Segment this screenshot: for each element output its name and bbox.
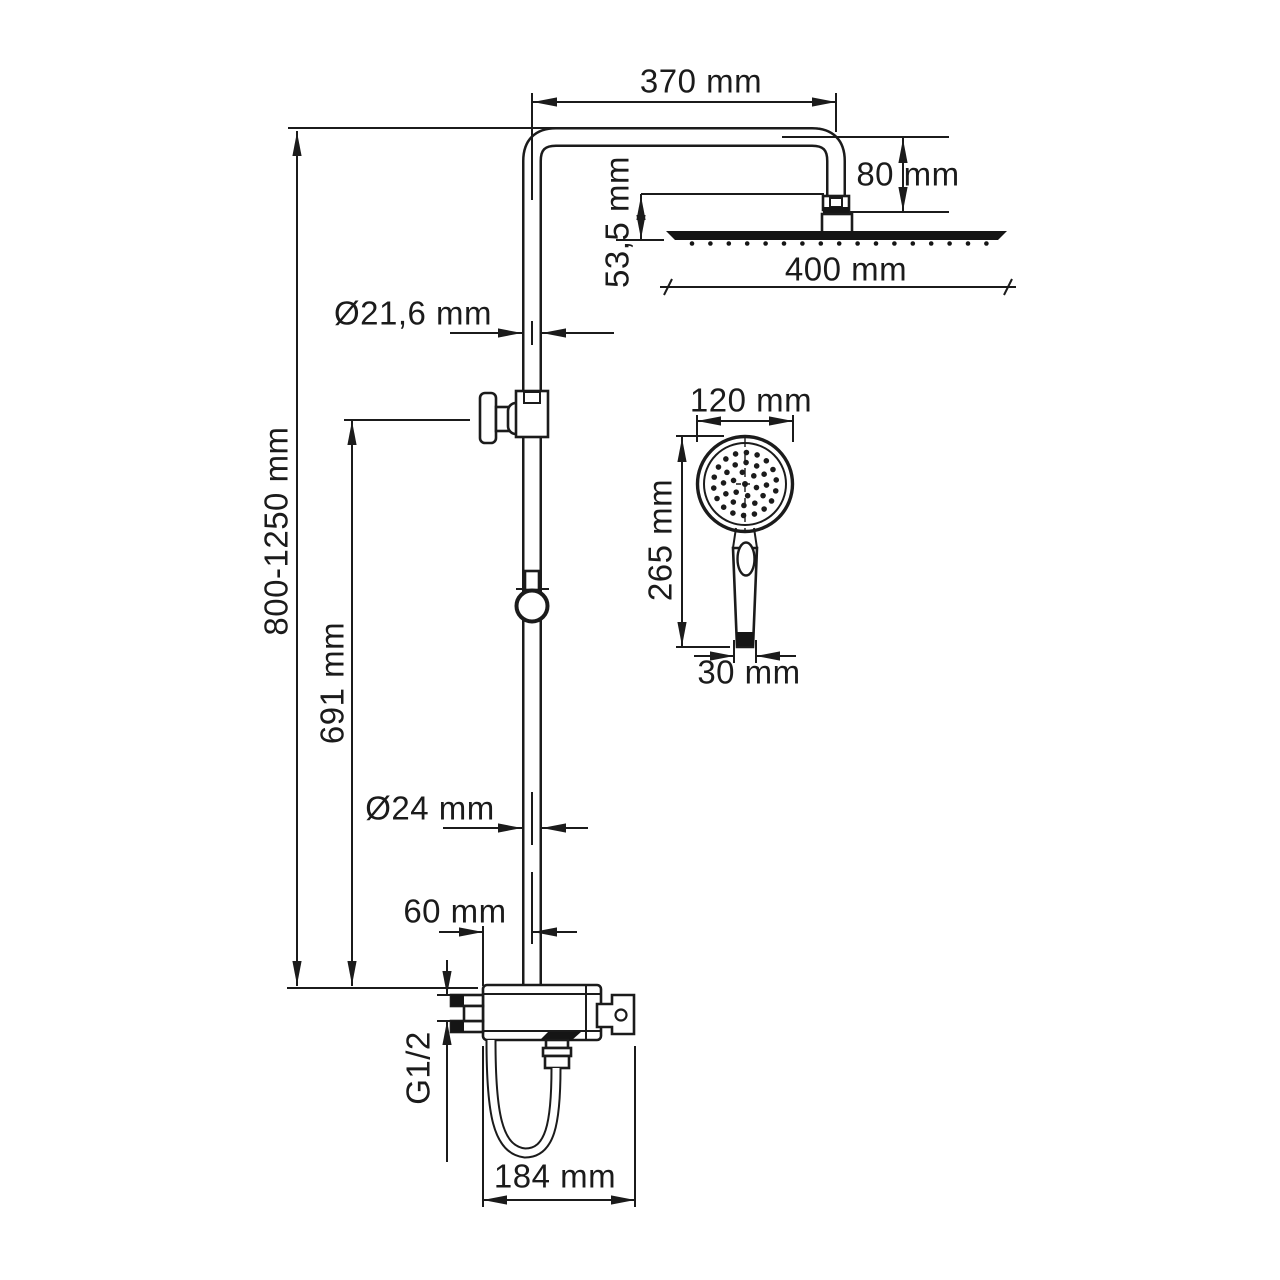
mixer-handle (595, 993, 636, 1036)
dim-label-arm-length: 370 mm (640, 63, 762, 100)
dim-label-handshower-length: 265 mm (642, 479, 679, 601)
dim-label-pipe-lower-diameter: Ø24 mm (365, 790, 495, 827)
dim-label-inlet-thread: G1/2 (400, 1031, 437, 1105)
overhead-shower-plate (666, 231, 1007, 246)
dim-label-head-drop: 80 mm (856, 156, 959, 193)
plate-nozzles (689, 241, 989, 246)
dim-label-pipe-upper-diameter: Ø21,6 mm (334, 295, 492, 332)
overhead-shower-mount (820, 212, 854, 235)
spray-nozzle-dots (710, 449, 780, 519)
mixer-inlets (449, 993, 485, 1034)
dim-label-bracket-height: 691 mm (314, 622, 351, 744)
mixer-body (481, 983, 603, 1042)
dim-label-head-offset: 53,5 mm (599, 156, 636, 288)
dim-label-mixer-offset: 60 mm (403, 893, 506, 930)
hose-outlet (541, 1038, 573, 1070)
hand-shower-detail (695, 434, 795, 649)
riser-pipe-and-shower-arm (522, 127, 846, 988)
hand-shower-neck (732, 527, 758, 549)
dimension-labels: 370 mm 80 mm 53,5 mm 400 mm Ø21,6 mm 800… (258, 63, 960, 1195)
arm-connector (821, 194, 851, 213)
shower-hose (485, 1039, 562, 1159)
extension-lines (287, 93, 949, 1207)
handle-end-band (736, 632, 754, 646)
slider-knob (514, 569, 550, 624)
mode-button (736, 541, 756, 577)
dim-label-handshower-diameter: 120 mm (690, 382, 812, 419)
dim-label-column-height: 800-1250 mm (258, 426, 295, 635)
dim-label-mixer-width: 184 mm (494, 1158, 616, 1195)
dim-label-head-width: 400 mm (785, 251, 907, 288)
dim-label-handshower-bottom-width: 30 mm (697, 654, 800, 691)
wall-bracket (478, 389, 550, 445)
